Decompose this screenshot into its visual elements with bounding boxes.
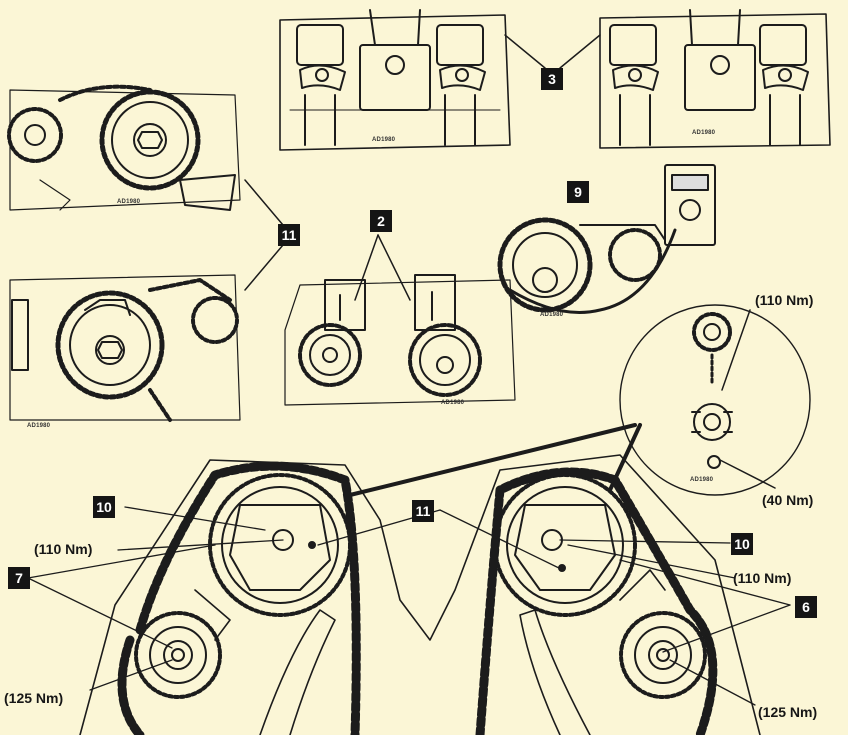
sprocket-panel-bottom-left bbox=[9, 274, 241, 422]
torque-label-40: (40 Nm) bbox=[762, 492, 814, 508]
torque-label-125-right: (125 Nm) bbox=[758, 704, 818, 720]
callout-6: 6 bbox=[795, 596, 817, 618]
torque-label-110-inset: (110 Nm) bbox=[755, 292, 814, 308]
torque-label-110-right: (110 Nm) bbox=[733, 570, 792, 586]
camshaft-caps-panel-right bbox=[599, 9, 831, 149]
callout-3: 3 bbox=[541, 68, 563, 90]
image-code: AD1980 bbox=[27, 423, 51, 429]
torque-label-125-left: (125 Nm) bbox=[4, 690, 64, 706]
image-code: AD1980 bbox=[690, 477, 714, 483]
torque-label-110-left: (110 Nm) bbox=[34, 541, 93, 557]
callout-10-left: 10 bbox=[93, 496, 115, 518]
sprocket-panel-top-left bbox=[7, 84, 241, 211]
callout-11-mid: 11 bbox=[412, 500, 434, 522]
tensioner-inset bbox=[619, 304, 811, 496]
callout-10-right: 10 bbox=[731, 533, 753, 555]
image-code: AD1980 bbox=[372, 137, 396, 143]
image-code: AD1980 bbox=[692, 130, 716, 136]
cam-cover-panel bbox=[284, 234, 516, 406]
camshaft-caps-panel-left bbox=[279, 9, 511, 151]
image-code: AD1980 bbox=[441, 400, 465, 406]
callout-9: 9 bbox=[567, 181, 589, 203]
callout-7: 7 bbox=[8, 567, 30, 589]
callout-11-top: 11 bbox=[278, 224, 300, 246]
timing-chain-assembly bbox=[79, 454, 761, 735]
image-code: AD1980 bbox=[540, 312, 564, 318]
image-code: AD1980 bbox=[117, 199, 141, 205]
callout-2: 2 bbox=[370, 210, 392, 232]
gauge-panel bbox=[497, 164, 716, 314]
